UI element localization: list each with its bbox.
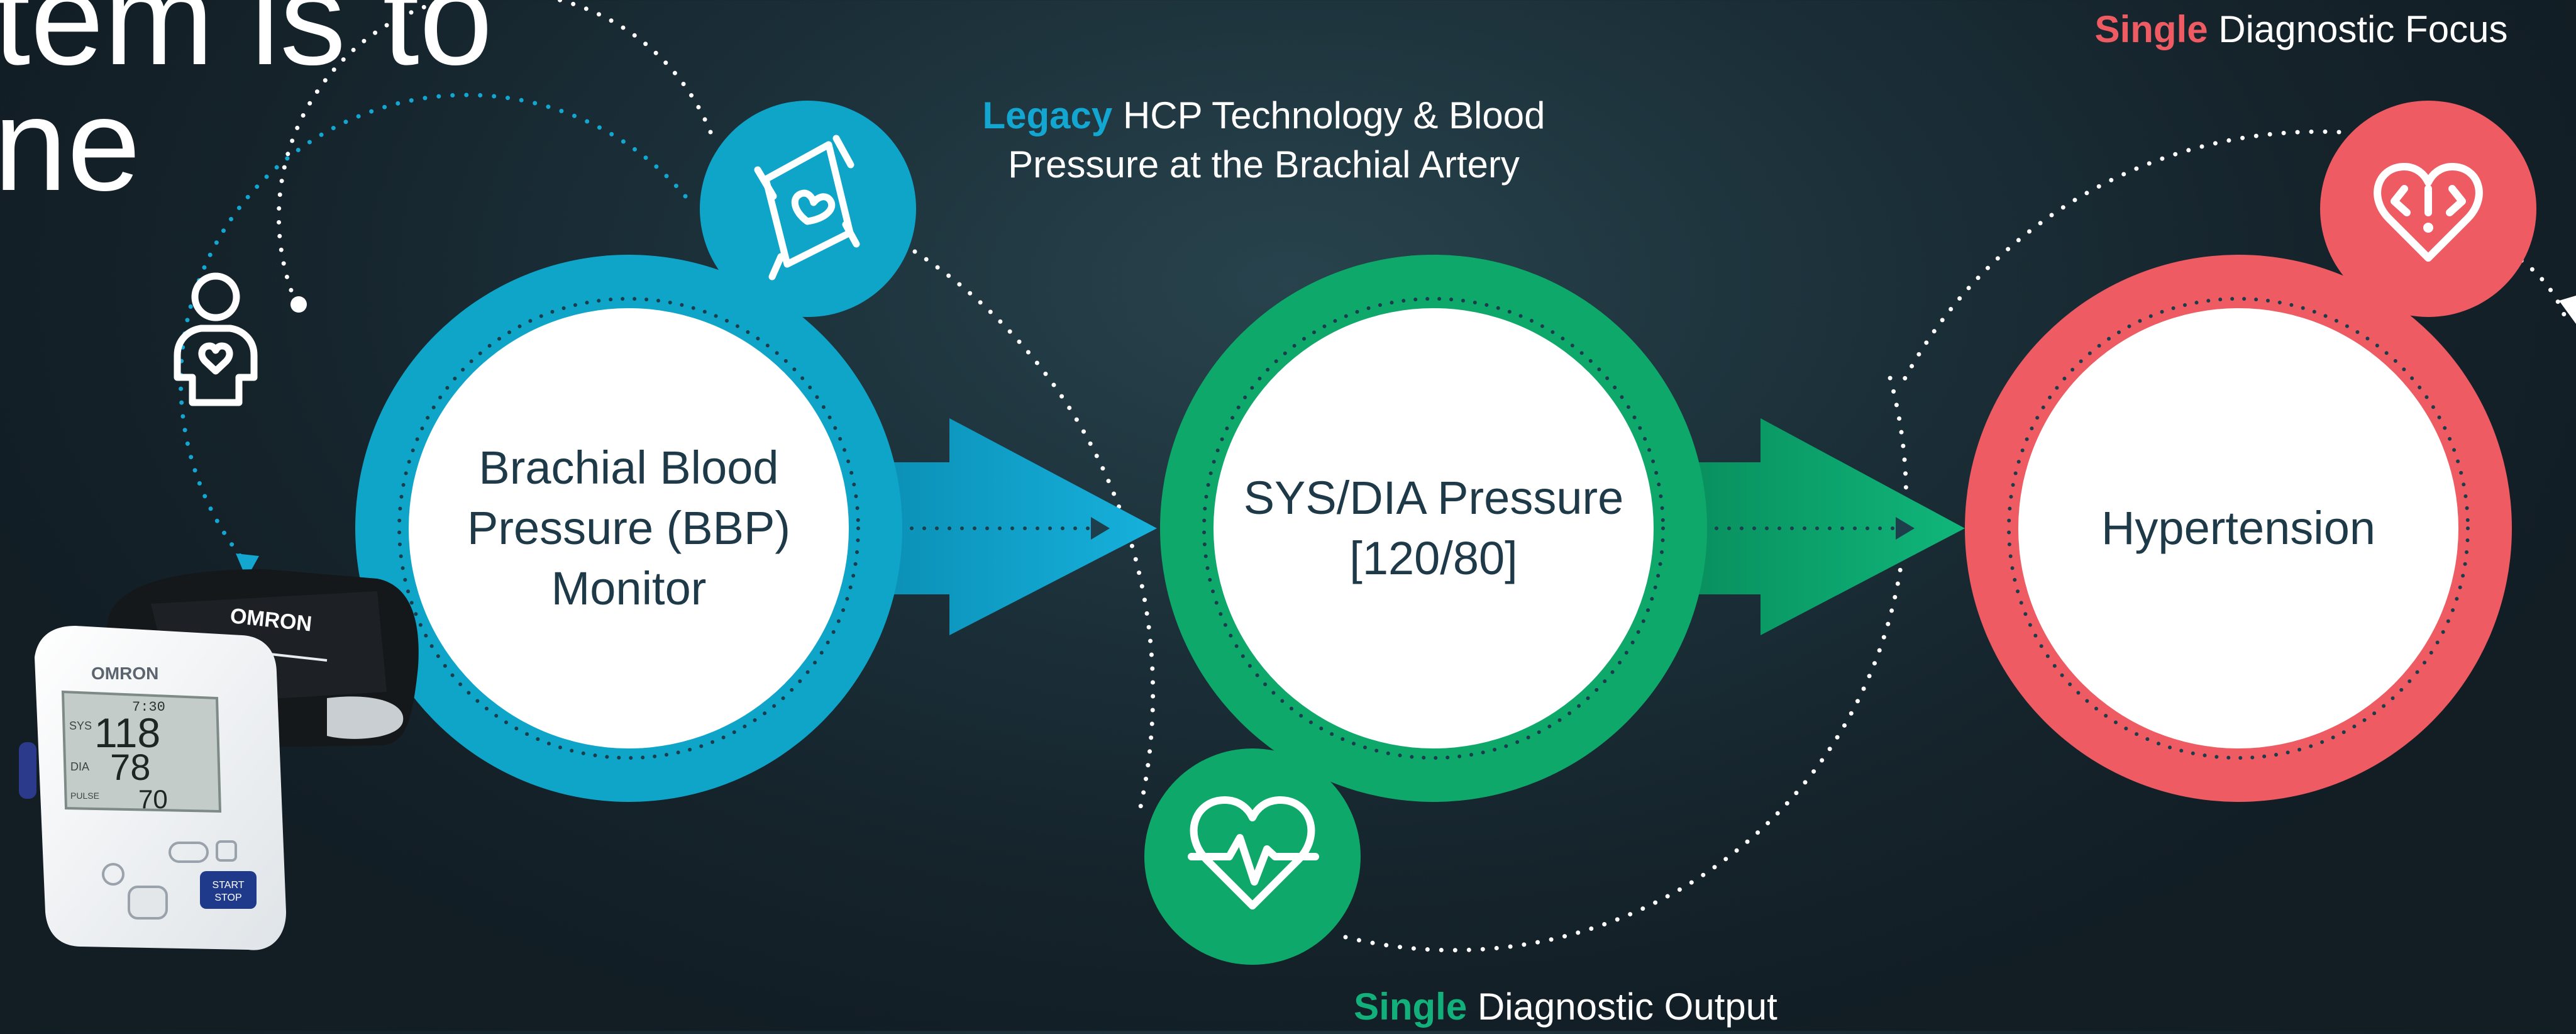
orbit-arc-right-exit [2468, 236, 2568, 320]
device-stop-label: STOP [214, 892, 241, 903]
device-dia-label: DIA [70, 760, 89, 773]
device-dia-reading: 78 [110, 747, 151, 788]
device-sys-reading: 118 [94, 709, 160, 756]
caption-legacy: Legacy HCP Technology & Blood Pressure a… [918, 91, 1610, 189]
device-sys-label: SYS [69, 720, 92, 732]
heart-pulse-icon [1144, 748, 1361, 965]
caption-legacy-emphasis: Legacy [982, 94, 1113, 136]
stage-circle-hypertension [1965, 255, 2512, 802]
device-start-label: START [213, 880, 245, 891]
device-pulse-label: PULSE [70, 791, 99, 801]
caption-focus: Single Diagnostic Focus [1987, 5, 2576, 54]
caption-output-emphasis: Single [1354, 986, 1468, 1028]
caption-output-text: Diagnostic Output [1477, 986, 1777, 1028]
caption-legacy-line-1: HCP Technology & Blood [1122, 94, 1545, 136]
stage-circle-sys-dia [1160, 255, 1707, 802]
orbit-arrowhead-blue [236, 553, 259, 579]
person-heart-icon [174, 272, 258, 406]
orbit-start-dot [290, 296, 307, 313]
orbit-arc-right [1896, 129, 2341, 392]
device-pulse-reading: 70 [138, 784, 168, 814]
arm-cuff-heart-icon [700, 101, 916, 317]
caption-legacy-line-2: Pressure at the Brachial Artery [1008, 143, 1520, 186]
bp-monitor-device: OMRON SYS DIA PULSE 7:30 118 78 70 START… [19, 626, 286, 950]
stage-label-sys-dia: SYS/DIA Pressure [120/80] [1243, 472, 1624, 584]
device-time-readout: 7:30 [132, 699, 165, 715]
slide-title-line-2: ne [0, 70, 141, 218]
caption-focus-emphasis: Single [2094, 8, 2208, 50]
flow-arrow-green [1672, 418, 1965, 635]
orbit-arc-left [276, 0, 713, 304]
orbit-arc-middle [912, 249, 1156, 820]
flow-arrow-blue [874, 418, 1157, 635]
caption-output: Single Diagnostic Output [1251, 982, 1880, 1031]
orbit-arrowhead-right [2559, 296, 2576, 324]
device-brand-label: OMRON [91, 664, 158, 683]
stage-label-hypertension: Hypertension [2101, 502, 2375, 554]
slide-title-line-1: tem is to [0, 0, 493, 92]
caption-focus-text: Diagnostic Focus [2218, 8, 2508, 50]
stage-circle-bbp-monitor [355, 255, 902, 802]
heart-alert-icon [2320, 101, 2536, 317]
stage-label-bbp-monitor: Brachial Blood Pressure (BBP) Monitor [467, 442, 791, 614]
